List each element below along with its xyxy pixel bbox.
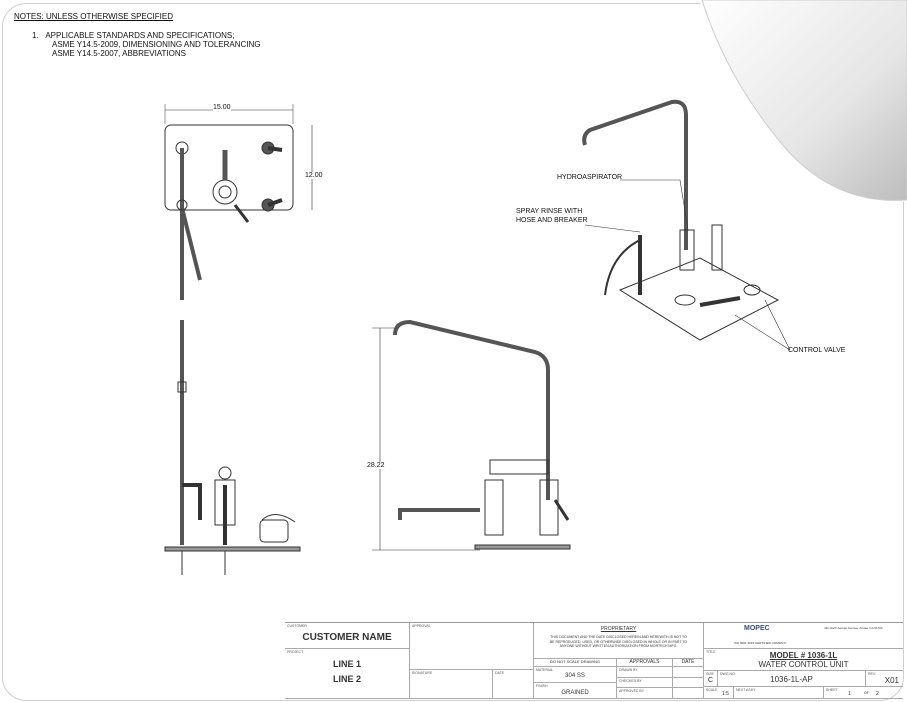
- customer-cell: CUSTOMER CUSTOMER NAME: [285, 623, 410, 649]
- signature-date-cell: DATE: [493, 670, 534, 699]
- project-line-2: LINE 2: [332, 674, 361, 684]
- company-cell: MOPEC ISO 9001:2015 CERTIFIED COMPANY 41…: [704, 623, 903, 649]
- dimension-height: 12.00: [305, 172, 323, 179]
- note-text: APPLICABLE STANDARDS AND SPECIFICATIONS;: [45, 31, 235, 40]
- drawing-description: WATER CONTROL UNIT: [758, 660, 849, 669]
- project-line-1: LINE 1: [332, 659, 361, 669]
- callout-hydroaspirator: HYDROASPIRATOR: [557, 174, 623, 181]
- customer-name: CUSTOMER NAME: [302, 632, 392, 643]
- callout-spray-rinse-1: SPRAY RINSE WITH: [516, 208, 583, 215]
- title-block: CUSTOMER CUSTOMER NAME PROJECT LINE 1 LI…: [285, 622, 903, 699]
- notes-block: NOTES: UNLESS OTHERWISE SPECIFIED 1. APP…: [14, 12, 261, 58]
- note-sub-1: ASME Y14.5-2009, DIMENSIONING AND TOLERA…: [52, 40, 261, 49]
- note-sub-2: ASME Y14.5-2007, ABBREVIATIONS: [52, 49, 186, 58]
- project-cell: PROJECT LINE 1 LINE 2: [285, 649, 410, 699]
- notes-heading: NOTES: UNLESS OTHERWISE SPECIFIED: [14, 12, 173, 21]
- side-view: [164, 320, 301, 575]
- revision: X01: [884, 676, 899, 685]
- front-view: [372, 319, 571, 551]
- callout-spray-rinse-2: HOSE AND BREAKER: [516, 217, 588, 224]
- drawing-number: 1036-1L-AP: [770, 675, 813, 684]
- note-number: 1.: [32, 31, 39, 40]
- signature-cell: SIGNATURE: [410, 670, 493, 699]
- isometric-view: [582, 99, 791, 351]
- approval-cell: APPROVAL: [410, 623, 534, 670]
- title-cell: TITLE MODEL # 1036-1L WATER CONTROL UNIT: [704, 649, 903, 671]
- dimension-width: 15.00: [213, 104, 231, 111]
- model-number: MODEL # 1036-1L: [769, 651, 838, 660]
- top-view: [164, 104, 313, 300]
- page-curl[interactable]: [697, 0, 907, 205]
- drawing-sheet: [2, 3, 904, 701]
- proprietary-cell: PROPRIETARY THIS DOCUMENT AND THE DATE D…: [534, 623, 704, 659]
- callout-control-valve: CONTROL VALVE: [788, 347, 846, 354]
- dimension-overall-height: 28.22: [367, 462, 385, 469]
- company-logo: MOPEC: [744, 625, 770, 632]
